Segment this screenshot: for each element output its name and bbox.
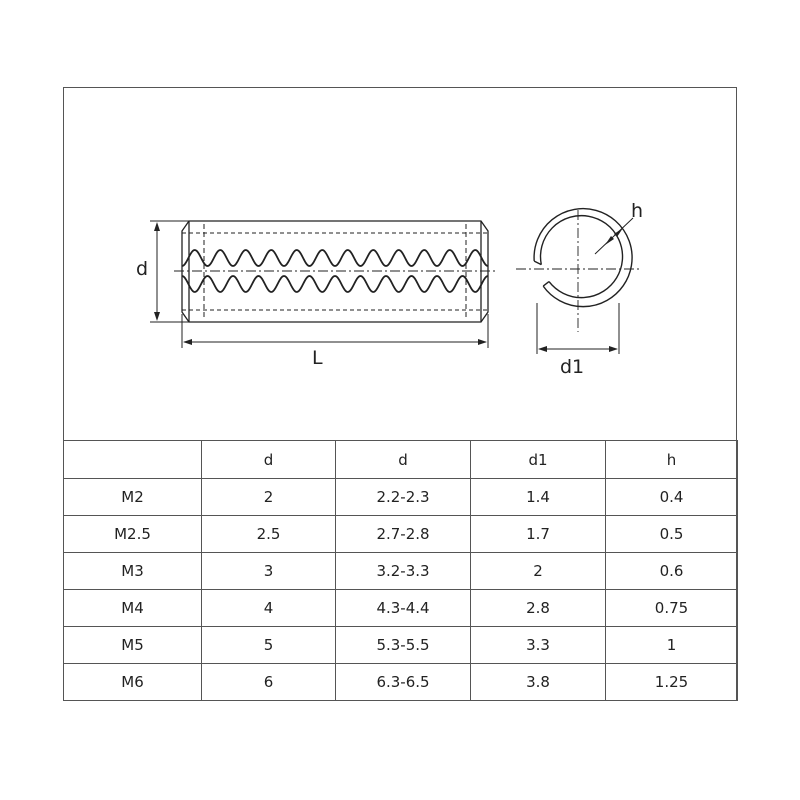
l-label: L <box>312 347 323 369</box>
d1-cell: 3.3 <box>470 626 606 664</box>
column-header: d <box>201 440 336 479</box>
column-header <box>63 440 202 479</box>
d-range-cell: 5.3-5.5 <box>335 626 471 664</box>
size-cell: M2 <box>63 478 202 516</box>
inner-ring-arc <box>539 214 624 299</box>
h-dimension <box>594 217 634 255</box>
d1-arrow-left <box>538 346 547 352</box>
pin-side-view <box>174 220 496 323</box>
column-header: d1 <box>470 440 606 479</box>
l-dimension <box>181 314 489 348</box>
spec-sheet-frame: d L d1 <box>63 87 738 701</box>
outer-ring-arc <box>533 207 633 308</box>
d-range-cell: 4.3-4.4 <box>335 589 471 627</box>
h-arrow-inner <box>605 236 614 245</box>
d1-cell: 1.7 <box>470 515 606 553</box>
pin-end-view <box>516 207 642 332</box>
d-range-cell: 2.2-2.3 <box>335 478 471 516</box>
h-cell: 1.25 <box>605 663 738 701</box>
size-cell: M3 <box>63 552 202 590</box>
d-cell: 5 <box>201 626 336 664</box>
size-cell: M6 <box>63 663 202 701</box>
d1-cell: 2 <box>470 552 606 590</box>
slot-wave-bottom <box>181 275 489 293</box>
d-label: d <box>136 258 148 280</box>
h-arrow-outer <box>614 228 623 237</box>
d1-label: d1 <box>560 356 584 378</box>
l-arrow-right <box>478 339 487 345</box>
pin-body-outline <box>181 220 489 323</box>
h-label: h <box>631 200 643 222</box>
d-dimension <box>150 220 194 323</box>
ring-gap-edge-bottom <box>542 281 550 287</box>
h-cell: 1 <box>605 626 738 664</box>
d-range-cell: 3.2-3.3 <box>335 552 471 590</box>
size-cell: M4 <box>63 589 202 627</box>
h-leader-line <box>594 217 634 255</box>
ring-gap-edge-top <box>533 260 542 266</box>
column-header: h <box>605 440 738 479</box>
d-cell: 2 <box>201 478 336 516</box>
h-cell: 0.5 <box>605 515 738 553</box>
d-cell: 3 <box>201 552 336 590</box>
size-cell: M2.5 <box>63 515 202 553</box>
d-cell: 4 <box>201 589 336 627</box>
h-cell: 0.4 <box>605 478 738 516</box>
l-arrow-left <box>183 339 192 345</box>
d-range-cell: 2.7-2.8 <box>335 515 471 553</box>
d-cell: 2.5 <box>201 515 336 553</box>
d1-cell: 1.4 <box>470 478 606 516</box>
h-cell: 0.75 <box>605 589 738 627</box>
technical-drawing: d L d1 <box>136 200 643 378</box>
d-arrow-bottom <box>154 312 160 321</box>
h-cell: 0.6 <box>605 552 738 590</box>
slot-wave-top <box>181 249 489 267</box>
d1-cell: 2.8 <box>470 589 606 627</box>
d-cell: 6 <box>201 663 336 701</box>
d1-arrow-right <box>609 346 618 352</box>
d1-cell: 3.8 <box>470 663 606 701</box>
column-header: d <box>335 440 471 479</box>
d1-dimension <box>536 303 620 354</box>
d-range-cell: 6.3-6.5 <box>335 663 471 701</box>
size-cell: M5 <box>63 626 202 664</box>
d-arrow-top <box>154 222 160 231</box>
